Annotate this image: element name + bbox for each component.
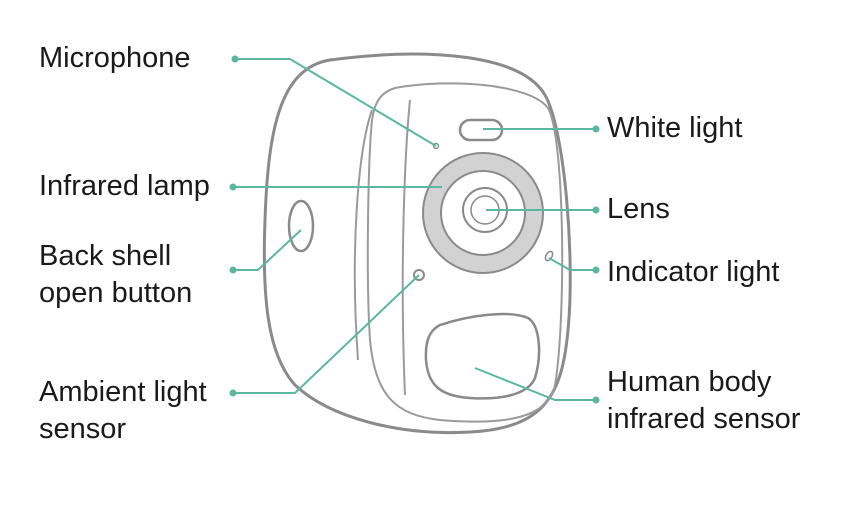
label-infrared-lamp: Infrared lamp (39, 168, 210, 205)
lens-leader-dot (592, 206, 600, 214)
label-indicator-light-text: Indicator light (607, 256, 780, 288)
label-white-light-text: White light (607, 112, 743, 144)
label-microphone: Microphone (39, 40, 191, 77)
microphone-leader (235, 58, 437, 147)
label-lens: Lens (607, 191, 670, 228)
camera-side-seam (353, 109, 373, 361)
camera-front-panel-outline (366, 82, 564, 423)
indicator-light-leader-dot (592, 266, 600, 274)
label-white-light: White light (607, 110, 742, 147)
label-indicator-light: Indicator light (607, 254, 780, 291)
label-human-body-infrared-sensor: Human body infrared sensor (607, 364, 800, 438)
ambient-light-leader (233, 274, 420, 394)
back-shell-open-button-shape (287, 199, 315, 253)
label-infrared-lamp-text: Infrared lamp (39, 170, 210, 202)
infrared-lamp-leader-dot (229, 183, 237, 191)
white-light-leader-dot (592, 125, 600, 133)
label-ambient-line-2: sensor (39, 413, 127, 445)
label-back-shell-line-2: open button (39, 277, 193, 309)
pir-leader-dot (592, 396, 600, 404)
label-microphone-text: Microphone (39, 42, 191, 74)
label-pir-line-2: infrared sensor (607, 403, 801, 435)
label-ambient-light-sensor: Ambient light sensor (39, 374, 207, 448)
microphone-leader-dot (231, 55, 239, 63)
back-shell-leader-dot (229, 266, 237, 274)
ambient-light-leader-dot (229, 389, 237, 397)
pir-leader (474, 367, 596, 401)
indicator-light-shape (544, 250, 554, 262)
label-back-shell-open-button: Back shell open button (39, 238, 192, 312)
label-pir-line-1: Human body (607, 366, 772, 398)
label-back-shell-line-1: Back shell (39, 240, 172, 272)
microphone-hole (432, 142, 440, 150)
label-lens-text: Lens (607, 193, 670, 225)
camera-face-seam (401, 99, 411, 396)
human-body-infrared-sensor-shape (424, 312, 541, 400)
indicator-light-leader (548, 257, 596, 271)
back-shell-leader (233, 229, 302, 271)
ambient-light-sensor-hole (413, 269, 425, 281)
camera-back-shell-outline (262, 52, 572, 435)
label-ambient-line-1: Ambient light (39, 376, 207, 408)
